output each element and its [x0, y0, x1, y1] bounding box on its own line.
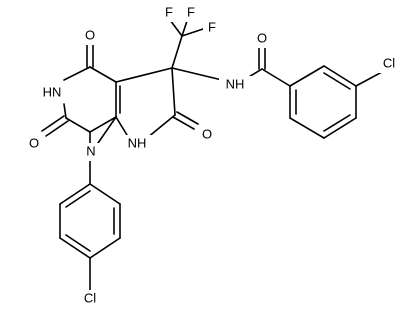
bond	[169, 19, 183, 37]
bond	[45, 120, 69, 137]
atom-label-n1: N	[86, 143, 95, 158]
bond	[181, 27, 207, 37]
atom-label-n7: NH	[128, 135, 147, 150]
bond	[323, 114, 351, 132]
atom-label-n-amide: NH	[226, 76, 245, 91]
atom-labels: O HN O N NH O F F F NH O Cl Cl	[24, 4, 402, 308]
bond	[89, 183, 121, 205]
bond	[59, 183, 91, 205]
bond	[171, 67, 223, 81]
bond	[289, 65, 325, 87]
atom-label-o-c4: O	[85, 27, 95, 42]
bond	[63, 103, 67, 119]
bond	[355, 71, 383, 87]
bond	[323, 117, 357, 139]
bond	[171, 67, 176, 116]
bond	[146, 114, 176, 139]
bond	[89, 116, 117, 133]
atom-label-n3: HN	[43, 84, 62, 99]
bond	[176, 111, 199, 125]
bond	[289, 117, 325, 139]
atom-label-cl-phenyl: Cl	[84, 290, 96, 305]
bond	[261, 68, 291, 87]
bond	[59, 237, 91, 259]
atom-label-o-c6: O	[202, 126, 212, 141]
atom-label-f1: F	[165, 4, 173, 19]
atom-label-f2: F	[187, 4, 195, 19]
bond	[172, 116, 195, 130]
bond	[115, 116, 128, 136]
bond	[63, 66, 91, 81]
bond	[95, 116, 117, 147]
bond	[65, 190, 91, 208]
bond	[65, 117, 91, 133]
bond	[171, 35, 183, 69]
bond-lines	[41, 17, 383, 291]
bond	[323, 72, 351, 90]
atom-label-f3: F	[208, 19, 216, 34]
atom-label-o-amide: O	[257, 30, 267, 45]
bond	[115, 67, 173, 83]
atom-label-cl-benzoyl: Cl	[383, 55, 395, 70]
bond	[89, 66, 117, 83]
bond	[41, 115, 65, 132]
atom-label-o-c2: O	[29, 135, 39, 150]
bond	[89, 237, 121, 259]
bond	[323, 65, 357, 87]
bond	[65, 234, 91, 252]
